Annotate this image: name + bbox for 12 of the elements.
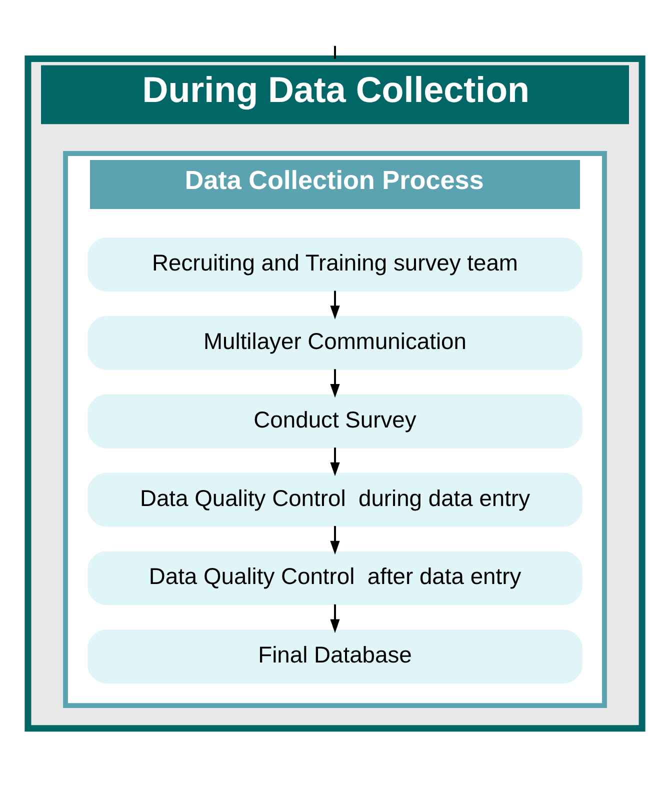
node-box: Multilayer Communication bbox=[88, 316, 582, 370]
node-box: Data Quality Control during data entry bbox=[88, 472, 582, 526]
arrow bbox=[330, 604, 340, 632]
node-box: Final Database bbox=[88, 629, 582, 683]
arrow bbox=[330, 290, 340, 319]
node-box: Recruiting and Training survey team bbox=[88, 237, 582, 292]
connector bbox=[334, 45, 336, 58]
node-box: Conduct Survey bbox=[88, 394, 582, 448]
node-box: Data Quality Control after data entry bbox=[88, 550, 582, 605]
arrow bbox=[330, 368, 340, 398]
arrow bbox=[330, 447, 340, 476]
arrow bbox=[330, 525, 340, 554]
